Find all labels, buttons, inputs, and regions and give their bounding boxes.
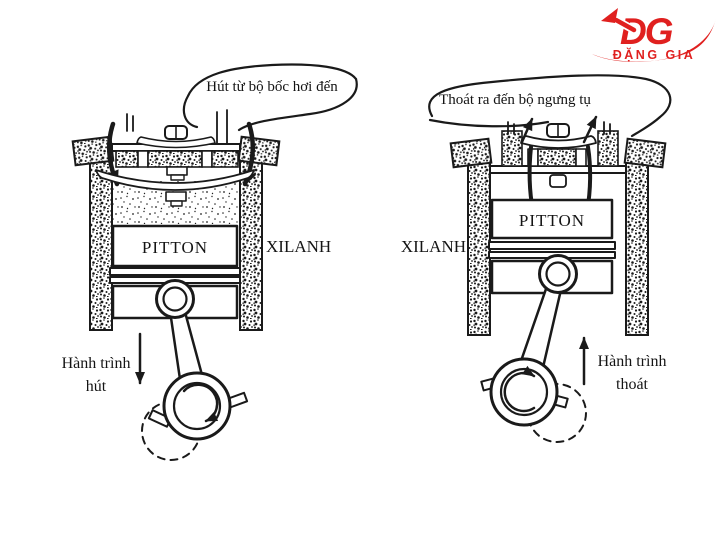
intake-stroke-diagram: Hút từ bộ bốc hơi đến (62, 63, 358, 461)
stroke-label-line1: Hành trình (62, 355, 131, 372)
valve-leaf (136, 136, 216, 149)
valve-support-right (575, 148, 587, 167)
piston-ring-1 (109, 267, 241, 276)
stroke-label-line2: hút (86, 378, 107, 395)
discharge-pipe-lower (428, 118, 550, 128)
head-block-center (537, 148, 577, 167)
valve-disc (166, 166, 188, 176)
suction-pipe-lower (237, 77, 358, 132)
valve-support-left (137, 150, 149, 168)
piston-ring-1 (488, 241, 616, 250)
crank-rotation-arrow (182, 383, 219, 423)
brand-logo: DG ĐẶNG GIA (592, 8, 716, 62)
discharge-pipe-label: Thoát ra đến bộ ngưng tụ (439, 92, 591, 108)
logo-arrow-icon (601, 8, 638, 34)
exhaust-flow-arrow-left (520, 117, 534, 144)
exhaust-flow-arrow-right (582, 115, 598, 144)
logo-initials: DG (620, 11, 673, 52)
crank-rotation-arrow (503, 365, 536, 413)
cylinder-wall-left (89, 157, 113, 331)
crank-journal (499, 367, 549, 417)
stroke-label-line2: thoát (616, 376, 649, 393)
suction-reed (95, 169, 255, 191)
port-ticks-right (603, 121, 611, 135)
reed-stopper (165, 191, 187, 202)
logo-name: ĐẶNG GIA (613, 47, 696, 62)
port-ticks-left (126, 113, 134, 132)
piston-label: PITTON (519, 211, 585, 230)
head-block-right (211, 150, 239, 168)
valve-plate (489, 165, 627, 174)
port-ticks-left (507, 121, 515, 135)
suction-pipe-label: Hút từ bộ bốc hơi đến (206, 79, 338, 95)
cylinder-wall-left (467, 162, 491, 336)
wrist-pin-inner (162, 286, 188, 312)
head-block-right (597, 130, 619, 167)
suction-pipe (182, 63, 358, 129)
crank-journal (172, 381, 222, 431)
wrist-pin-inner (545, 261, 571, 287)
cylinder-label: XILANH (266, 237, 331, 256)
head-block-left (115, 150, 139, 168)
piston-label: PITTON (142, 238, 208, 257)
valve-bolt-end (549, 174, 567, 188)
head-flange-right (623, 137, 667, 169)
head-flange-left (449, 137, 493, 169)
reed-stopper-tip (170, 200, 183, 207)
head-block-center (147, 150, 203, 168)
exhaust-stroke-diagram: Thoát ra đến bộ ngưng tụ PITTON (401, 74, 672, 443)
valve-stem-end (170, 174, 185, 181)
piston-body (111, 224, 239, 268)
cylinder-label: XILANH (401, 237, 466, 256)
head-block-left (501, 130, 523, 167)
piston-body (490, 198, 614, 240)
head-flange-right (237, 135, 281, 167)
cylinder-wall-right (625, 162, 649, 336)
stroke-label-line1: Hành trình (598, 353, 667, 370)
valve-support-right (201, 150, 213, 168)
discharge-pipe (428, 74, 672, 138)
port-channel-right (216, 109, 228, 145)
